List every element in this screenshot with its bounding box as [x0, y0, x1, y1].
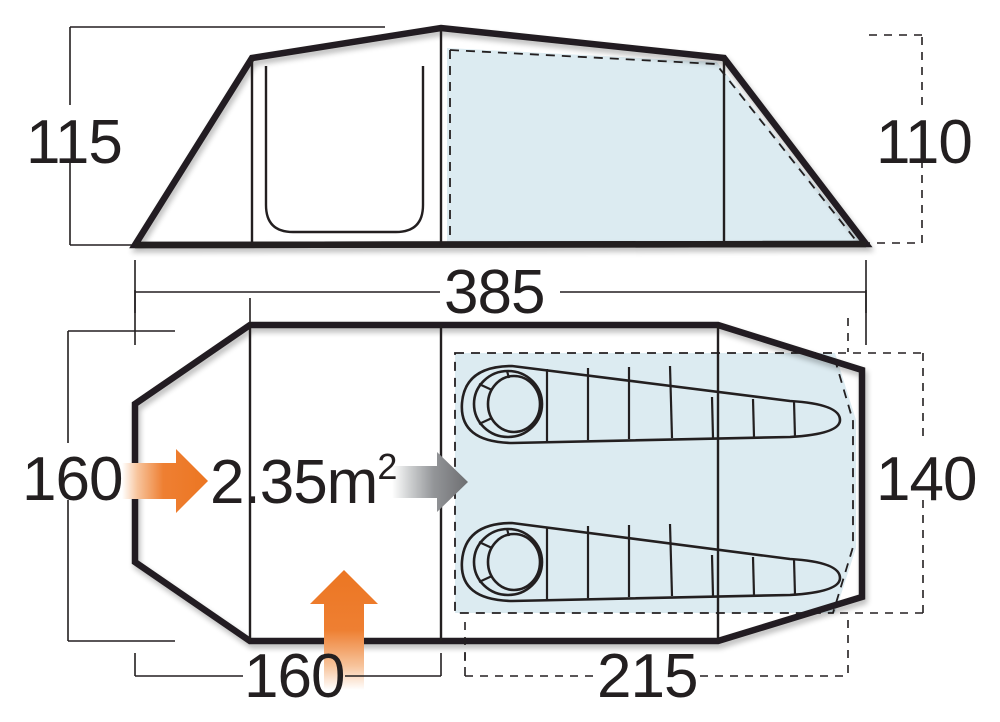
dim-label-length-total: 385 [444, 258, 544, 327]
plan-inner-fill [455, 353, 856, 613]
side-door-panel [264, 66, 425, 234]
dim-bracket-width-porch [67, 330, 175, 642]
dim-bracket-width-inner [838, 352, 924, 614]
side-elevation-group: 115 110 [26, 24, 973, 327]
sleeping-bag [460, 364, 842, 445]
porch-depth-arrow [310, 570, 378, 690]
dim-bracket-length-porch [134, 653, 442, 677]
sleeping-bags-group [460, 364, 842, 603]
porch-area-superscript: 2 [377, 446, 396, 487]
dim-label-height-rear: 110 [876, 108, 972, 177]
dim-bracket-height-rear [862, 34, 923, 244]
porch-area-value: 2.35m [210, 448, 377, 517]
dim-bracket-height-front [69, 26, 385, 246]
inner-access-arrow [392, 452, 468, 512]
sleeping-bag [460, 521, 842, 603]
side-inner-dashed-edge [449, 49, 859, 244]
side-inner-fill [447, 48, 862, 245]
side-ground-line [134, 240, 867, 249]
dim-label-length-inner: 215 [597, 642, 697, 711]
dim-label-width-porch: 160 [22, 445, 122, 514]
porch-area-label: 2.35m2 [210, 446, 396, 517]
dim-label-height-front: 115 [26, 108, 122, 177]
dim-label-length-porch: 160 [244, 642, 344, 711]
floor-plan-group: 160 140 [22, 290, 977, 711]
dim-label-width-inner: 140 [876, 445, 976, 514]
side-inner-tent [447, 48, 866, 245]
porch-width-arrow [122, 449, 208, 513]
